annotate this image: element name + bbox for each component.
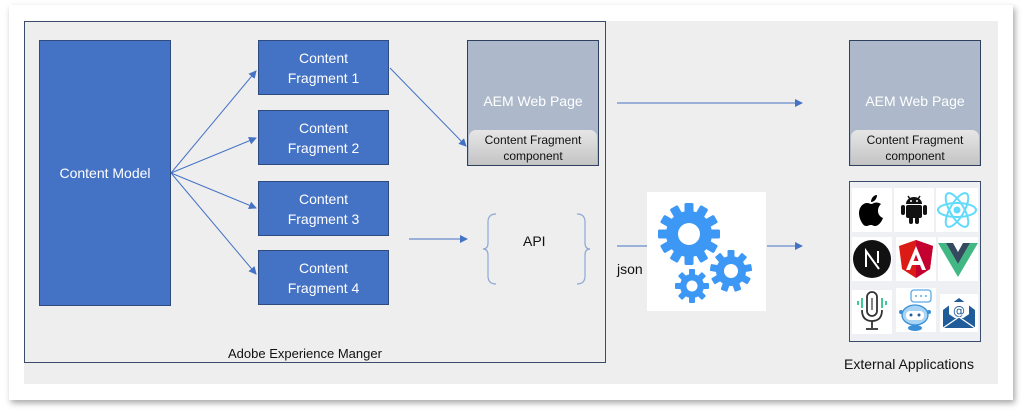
fragment-2-line2: Fragment 2	[287, 139, 360, 156]
component-line2: component	[503, 148, 563, 163]
arrow-model-to-fragment-3	[170, 172, 257, 210]
api-right-brace	[576, 213, 591, 285]
api-left-brace	[482, 213, 497, 285]
arrow-fragment-1-to-page	[389, 67, 467, 147]
fragment-1-line1: Content	[298, 49, 349, 66]
external-apps-label: External Applications	[844, 356, 974, 372]
nextjs-icon	[852, 237, 892, 281]
voice-assistant-icon	[852, 290, 892, 334]
json-label: json	[617, 261, 643, 277]
react-icon	[936, 188, 978, 232]
aem-container-label: Adobe Experience Manger	[228, 346, 382, 361]
content-model-box: Content Model	[39, 40, 171, 306]
fragment-3-line1: Content	[298, 190, 349, 207]
apple-icon	[852, 188, 892, 232]
api-label: API	[523, 233, 546, 249]
arrow-model-to-fragment-1	[170, 70, 257, 174]
gears-icon	[658, 203, 753, 303]
processing-panel	[647, 192, 766, 311]
aem-container	[24, 21, 606, 363]
arrow-model-to-fragment-4	[170, 172, 257, 275]
fragment-2-line1: Content	[298, 119, 349, 136]
chatbot-icon	[896, 288, 936, 332]
email-icon: @	[940, 294, 978, 332]
android-icon	[894, 188, 934, 232]
fragment-4-line2: Fragment 4	[287, 279, 360, 296]
content-model-label: Content Model	[59, 165, 151, 181]
vue-icon	[938, 237, 978, 281]
fragment-1-line2: Fragment 1	[287, 69, 360, 86]
external-apps-box: @	[849, 181, 981, 342]
aem-web-page-title: AEM Web Page	[483, 93, 583, 109]
component-line2: component	[885, 148, 945, 163]
fragment-4-line1: Content	[298, 259, 349, 276]
component-line1: Content Fragment	[484, 132, 582, 147]
component-line1: Content Fragment	[866, 132, 964, 147]
angular-icon	[896, 237, 936, 281]
arrow-model-to-fragment-2	[170, 136, 257, 174]
svg-text:@: @	[953, 304, 965, 318]
aem-web-page-title: AEM Web Page	[865, 93, 965, 109]
fragment-3-line2: Fragment 3	[287, 210, 360, 227]
